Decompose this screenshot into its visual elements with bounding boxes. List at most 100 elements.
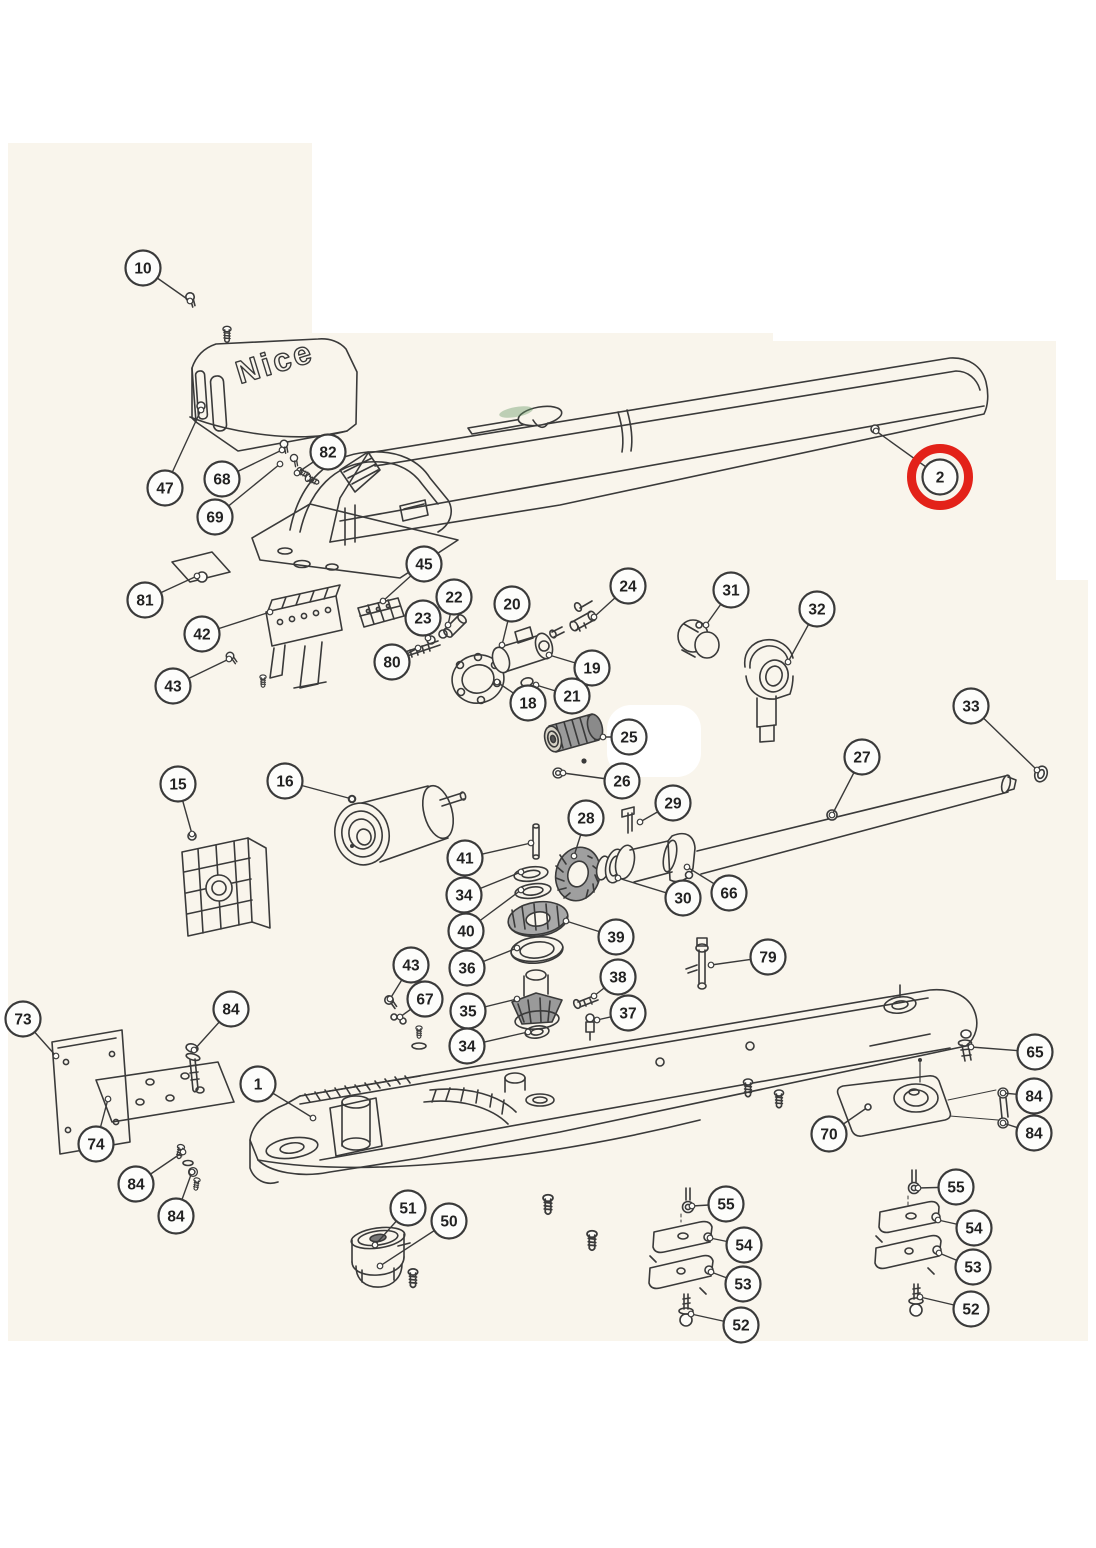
balloon-number: 33	[962, 699, 980, 716]
leader-endpoint	[193, 572, 201, 580]
balloon-circle	[955, 1209, 993, 1247]
balloon-number: 84	[222, 1002, 240, 1019]
leader-endpoint	[1033, 766, 1041, 774]
part-balloon-53: 53	[935, 1248, 992, 1286]
leader-endpoint	[562, 917, 570, 925]
balloon-circle	[798, 590, 836, 628]
part-balloon-23: 23	[404, 599, 442, 642]
leader-endpoint	[266, 608, 274, 616]
part-balloon-65: 65	[967, 1033, 1054, 1071]
leader-endpoint	[517, 886, 525, 894]
leader-endpoint	[702, 621, 710, 629]
balloon-circle	[722, 1306, 760, 1344]
leader-endpoint	[278, 446, 286, 454]
leader-endpoint	[186, 297, 194, 305]
leader-endpoint	[348, 795, 356, 803]
swivel-32-drawing	[743, 638, 794, 743]
balloon-number: 53	[734, 1277, 752, 1294]
release-lock-drawing	[350, 1226, 411, 1288]
balloon-number: 80	[383, 655, 400, 672]
leader-endpoint	[872, 427, 880, 435]
leader-endpoint	[706, 1234, 714, 1242]
part-balloon-74: 74	[77, 1095, 115, 1163]
part-balloon-42: 42	[183, 608, 274, 653]
leader-endpoint	[916, 1293, 924, 1301]
balloon-circle	[712, 571, 750, 609]
leader-endpoint	[197, 406, 205, 414]
leader-endpoint	[570, 852, 578, 860]
balloon-number: 74	[87, 1137, 105, 1154]
balloon-circle	[725, 1226, 763, 1264]
leader-endpoint	[276, 460, 284, 468]
part-balloon-51: 51	[371, 1189, 427, 1249]
part-balloon-54: 54	[934, 1209, 993, 1247]
balloon-circle	[567, 799, 605, 837]
leader-endpoint	[188, 1168, 196, 1176]
leader-endpoint	[999, 1089, 1007, 1097]
leader-endpoint	[527, 839, 535, 847]
balloon-number: 73	[14, 1012, 32, 1029]
part-balloon-43: 43	[154, 655, 233, 705]
balloon-number: 18	[519, 696, 537, 713]
leader-endpoint	[190, 1046, 198, 1054]
part-balloon-27: 27	[828, 738, 881, 819]
part-balloon-32: 32	[784, 590, 836, 666]
balloon-circle	[724, 1265, 762, 1303]
balloon-number: 22	[445, 590, 462, 607]
leader-endpoint	[498, 641, 506, 649]
part-balloon-52: 52	[916, 1290, 990, 1328]
fasteners-65-84-drawing	[957, 1029, 1009, 1129]
leader-endpoint	[513, 944, 521, 952]
leader-endpoint	[687, 1310, 695, 1318]
part-balloon-43: 43	[386, 946, 430, 1003]
balloon-number: 38	[609, 970, 627, 987]
part-balloon-55: 55	[914, 1168, 975, 1206]
balloon-number: 70	[820, 1127, 837, 1144]
balloon-number: 84	[127, 1177, 145, 1194]
balloon-circle	[447, 912, 485, 950]
balloon-number: 24	[619, 579, 637, 596]
part-balloon-10: 10	[124, 249, 194, 305]
upper-arm-cover-drawing	[329, 357, 989, 543]
balloon-circle	[1016, 1033, 1054, 1071]
balloon-number: 84	[1025, 1126, 1043, 1143]
balloon-number: 29	[664, 796, 682, 813]
balloon-circle	[154, 667, 192, 705]
balloon-number: 55	[717, 1197, 735, 1214]
balloon-circle	[430, 1202, 468, 1240]
balloon-circle	[404, 599, 442, 637]
balloon-circle	[157, 1197, 195, 1235]
balloon-circle	[597, 918, 635, 956]
balloon-number: 65	[1026, 1045, 1044, 1062]
part-balloon-82: 82	[293, 433, 347, 477]
leader-endpoint	[590, 613, 598, 621]
part-balloon-21: 21	[532, 677, 591, 715]
balloon-number: 10	[134, 261, 151, 278]
balloon-circle	[159, 765, 197, 803]
part-balloon-34: 34	[445, 868, 525, 914]
part-balloon-73: 73	[4, 1000, 60, 1060]
cap-plate-70-drawing	[836, 1058, 999, 1137]
pin-24-drawing	[549, 600, 597, 639]
leader-endpoint	[614, 874, 622, 882]
leader-endpoint	[376, 1262, 384, 1270]
part-balloon-79: 79	[707, 938, 787, 976]
balloon-number: 42	[193, 627, 210, 644]
balloon-circle	[448, 949, 486, 987]
part-balloon-26: 26	[559, 762, 641, 800]
part-balloon-35: 35	[449, 992, 521, 1030]
part-balloon-84: 84	[999, 1114, 1053, 1152]
balloon-circle	[405, 545, 443, 583]
balloon-number: 81	[136, 593, 154, 610]
balloon-circle	[610, 718, 648, 756]
balloon-circle	[445, 876, 483, 914]
pins-29-79-drawing	[685, 937, 709, 990]
leader-endpoint	[707, 1268, 715, 1276]
leader-endpoint	[309, 1114, 317, 1122]
leader-endpoint	[636, 818, 644, 826]
balloon-number: 30	[674, 891, 691, 908]
balloon-circle	[509, 684, 547, 722]
leader-endpoint	[864, 1103, 872, 1111]
